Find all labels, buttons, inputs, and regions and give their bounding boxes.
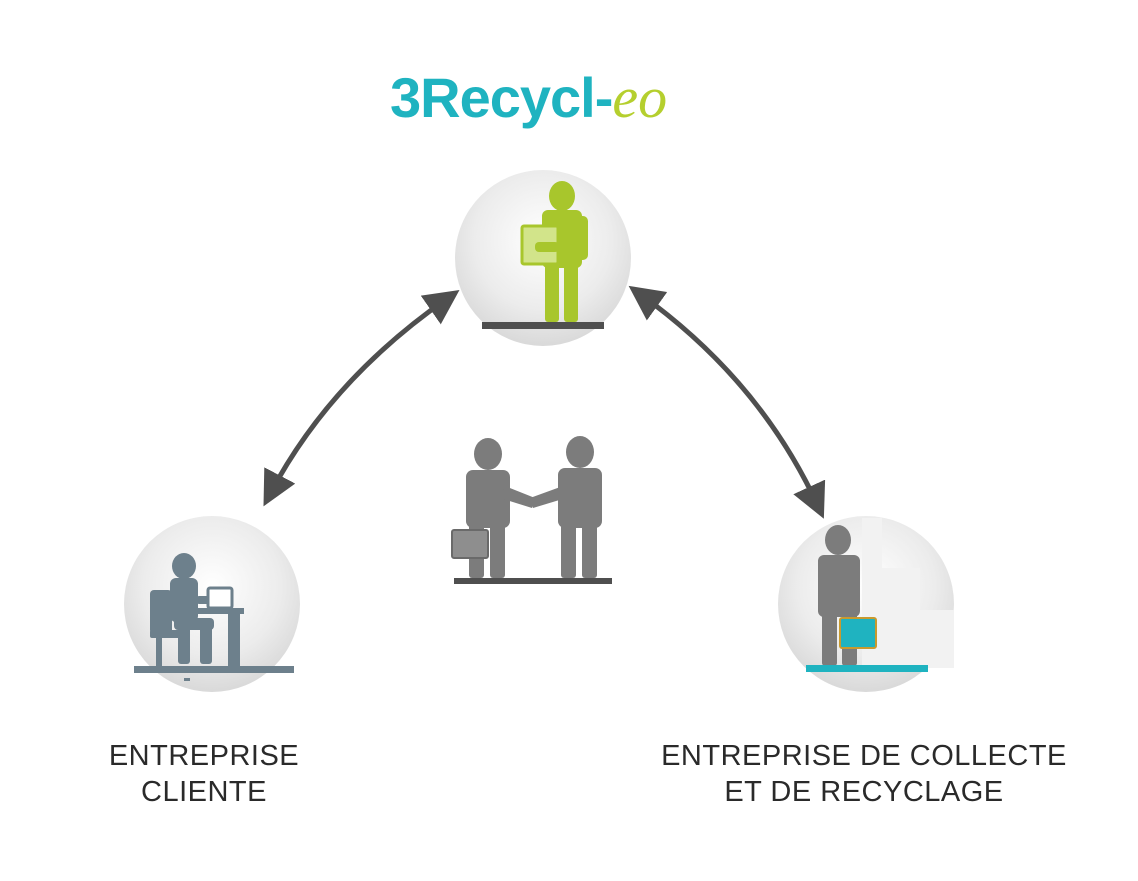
green-businessman-icon — [520, 181, 588, 322]
recycler-floor — [806, 665, 928, 672]
recycler-label-line1: ENTREPRISE DE COLLECTE — [661, 740, 1067, 772]
intermediary-node — [455, 170, 631, 346]
businessman-with-briefcase-icon — [818, 525, 877, 666]
intermediary-floor — [482, 322, 604, 329]
recycler-node — [778, 516, 954, 692]
recycler-label-line2: ET DE RECYCLAGE — [724, 776, 1004, 808]
client-floor — [134, 666, 294, 673]
client-label-line1: ENTREPRISE — [108, 740, 300, 772]
handshake-floor — [454, 578, 612, 584]
logo-accent-text: eo — [612, 65, 668, 130]
client-node — [124, 516, 300, 692]
recycler-label: ENTREPRISE DE COLLECTE ET DE RECYCLAGE — [634, 738, 1094, 810]
person-at-computer-icon — [150, 553, 244, 666]
client-label: ENTREPRISE CLIENTE — [64, 738, 344, 810]
logo-main-text: 3Recycl- — [390, 66, 613, 129]
arrow-intermediary-recycler — [628, 285, 826, 519]
arrow-intermediary-client — [263, 290, 460, 507]
handshake-node — [451, 436, 612, 584]
handshake-icon — [451, 436, 602, 578]
brand-logo: 3Recycl-eo — [390, 62, 730, 134]
client-label-line2: CLIENTE — [141, 776, 267, 808]
